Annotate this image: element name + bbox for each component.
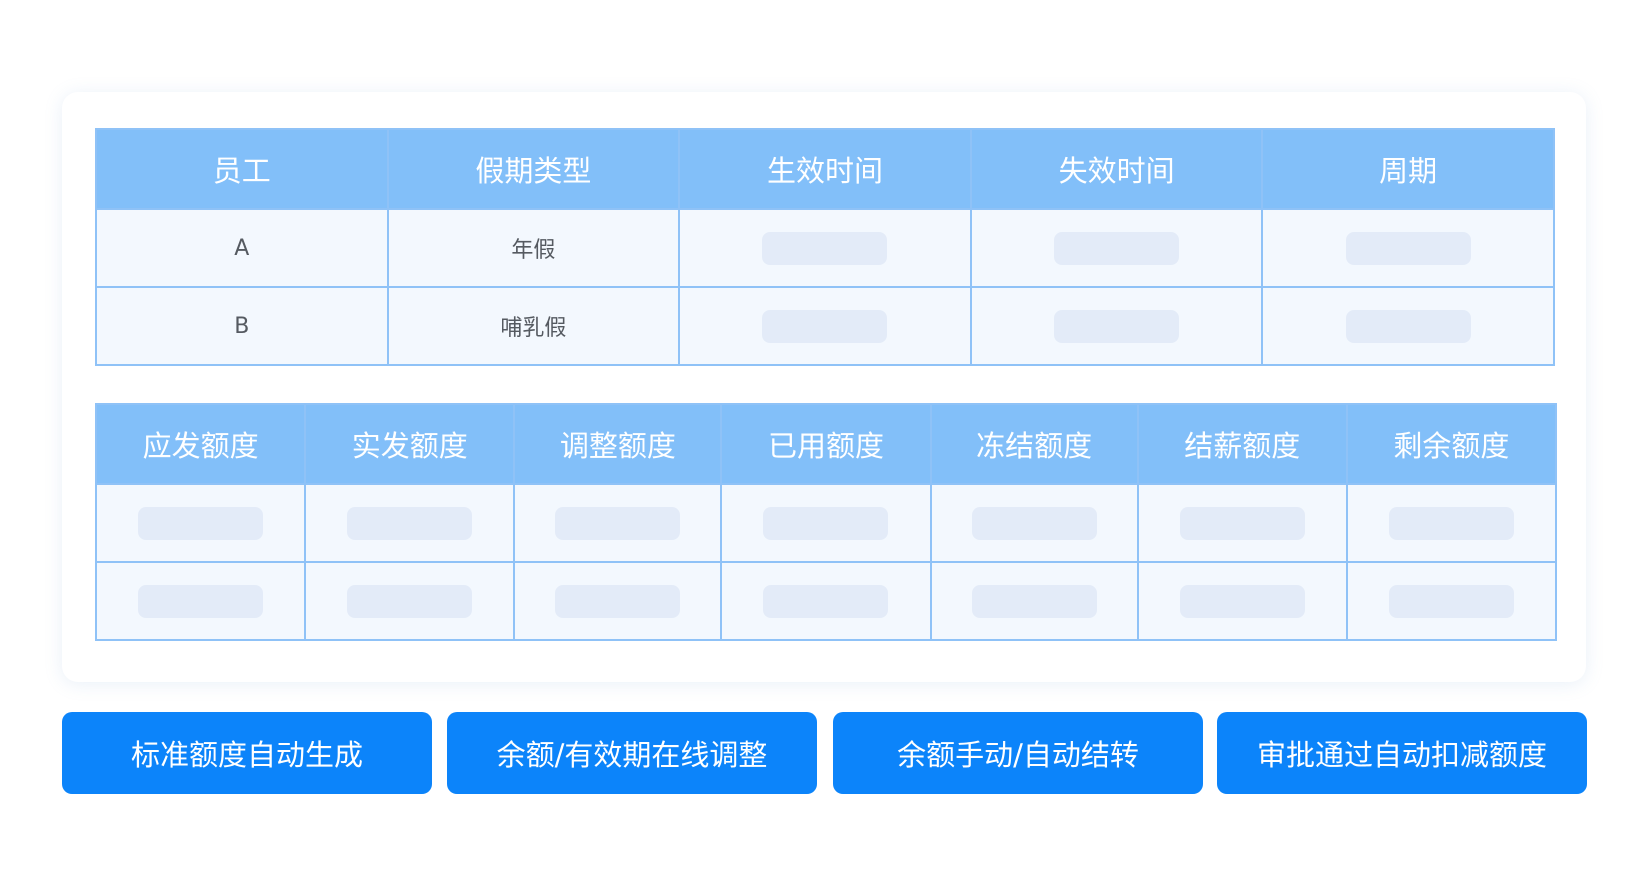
placeholder-bar: [555, 584, 681, 618]
employee-cell: A: [95, 208, 389, 288]
column-header-used-quota: 已用额度: [720, 403, 932, 485]
table-cell: [94, 561, 307, 641]
table-cell: [513, 483, 723, 563]
placeholder-bar: [1345, 309, 1471, 343]
placeholder-bar: [762, 309, 888, 343]
leave-type-cell: 哺乳假: [386, 286, 681, 366]
table-cell: [929, 561, 1139, 641]
placeholder-bar: [763, 506, 889, 540]
effective-time-cell: [678, 286, 972, 366]
table-header-row: 应发额度 实发额度 调整额度 已用额度 冻结额度 结薪额度 剩余额度: [94, 403, 1558, 485]
table-cell: [1345, 483, 1558, 563]
placeholder-bar: [1054, 231, 1180, 265]
placeholder-bar: [138, 506, 264, 540]
placeholder-bar: [555, 506, 681, 540]
table-cell: [513, 561, 723, 641]
table-cell: [304, 483, 516, 563]
column-header-frozen-quota: 冻结额度: [929, 403, 1139, 485]
placeholder-bar: [1345, 231, 1471, 265]
column-header-remaining-quota: 剩余额度: [1345, 403, 1558, 485]
feature-buttons: 标准额度自动生成 余额/有效期在线调整 余额手动/自动结转 审批通过自动扣减额度: [62, 712, 1587, 794]
table-header-row: 员工 假期类型 生效时间 失效时间 周期: [95, 128, 1555, 210]
online-adjust-button[interactable]: 余额/有效期在线调整: [447, 712, 817, 794]
column-header-effective-time: 生效时间: [678, 128, 972, 210]
table-cell: [929, 483, 1139, 563]
table-cell: [1136, 561, 1348, 641]
placeholder-bar: [1388, 584, 1514, 618]
placeholder-bar: [762, 231, 888, 265]
effective-time-cell: [678, 208, 972, 288]
auto-deduct-button[interactable]: 审批通过自动扣减额度: [1217, 712, 1587, 794]
leave-quota-card: 员工 假期类型 生效时间 失效时间 周期 A 年假 B 哺乳假: [62, 92, 1586, 682]
quota-table: 应发额度 实发额度 调整额度 已用额度 冻结额度 结薪额度 剩余额度: [94, 403, 1558, 641]
cycle-cell: [1261, 208, 1555, 288]
cycle-cell: [1261, 286, 1555, 366]
column-header-issued-quota: 应发额度: [94, 403, 307, 485]
table-row: [94, 561, 1558, 641]
placeholder-bar: [1054, 309, 1180, 343]
column-header-expiry-time: 失效时间: [969, 128, 1264, 210]
table-cell: [94, 483, 307, 563]
table-row: B 哺乳假: [95, 286, 1555, 366]
placeholder-bar: [138, 584, 264, 618]
carry-over-button[interactable]: 余额手动/自动结转: [833, 712, 1203, 794]
placeholder-bar: [971, 584, 1097, 618]
employee-cell: B: [95, 286, 389, 366]
table-cell: [1345, 561, 1558, 641]
expiry-time-cell: [969, 208, 1264, 288]
leave-assignment-table: 员工 假期类型 生效时间 失效时间 周期 A 年假 B 哺乳假: [95, 128, 1555, 366]
leave-type-cell: 年假: [386, 208, 681, 288]
table-cell: [720, 483, 932, 563]
placeholder-bar: [971, 506, 1097, 540]
table-cell: [720, 561, 932, 641]
column-header-adjusted-quota: 调整额度: [513, 403, 723, 485]
placeholder-bar: [1179, 506, 1305, 540]
expiry-time-cell: [969, 286, 1264, 366]
placeholder-bar: [347, 584, 473, 618]
placeholder-bar: [1179, 584, 1305, 618]
placeholder-bar: [763, 584, 889, 618]
table-row: A 年假: [95, 208, 1555, 288]
column-header-cycle: 周期: [1261, 128, 1555, 210]
auto-generate-quota-button[interactable]: 标准额度自动生成: [62, 712, 432, 794]
column-header-settled-quota: 结薪额度: [1136, 403, 1348, 485]
placeholder-bar: [1388, 506, 1514, 540]
table-row: [94, 483, 1558, 563]
column-header-actual-quota: 实发额度: [304, 403, 516, 485]
placeholder-bar: [347, 506, 473, 540]
table-cell: [1136, 483, 1348, 563]
column-header-leave-type: 假期类型: [386, 128, 681, 210]
column-header-employee: 员工: [95, 128, 389, 210]
table-cell: [304, 561, 516, 641]
